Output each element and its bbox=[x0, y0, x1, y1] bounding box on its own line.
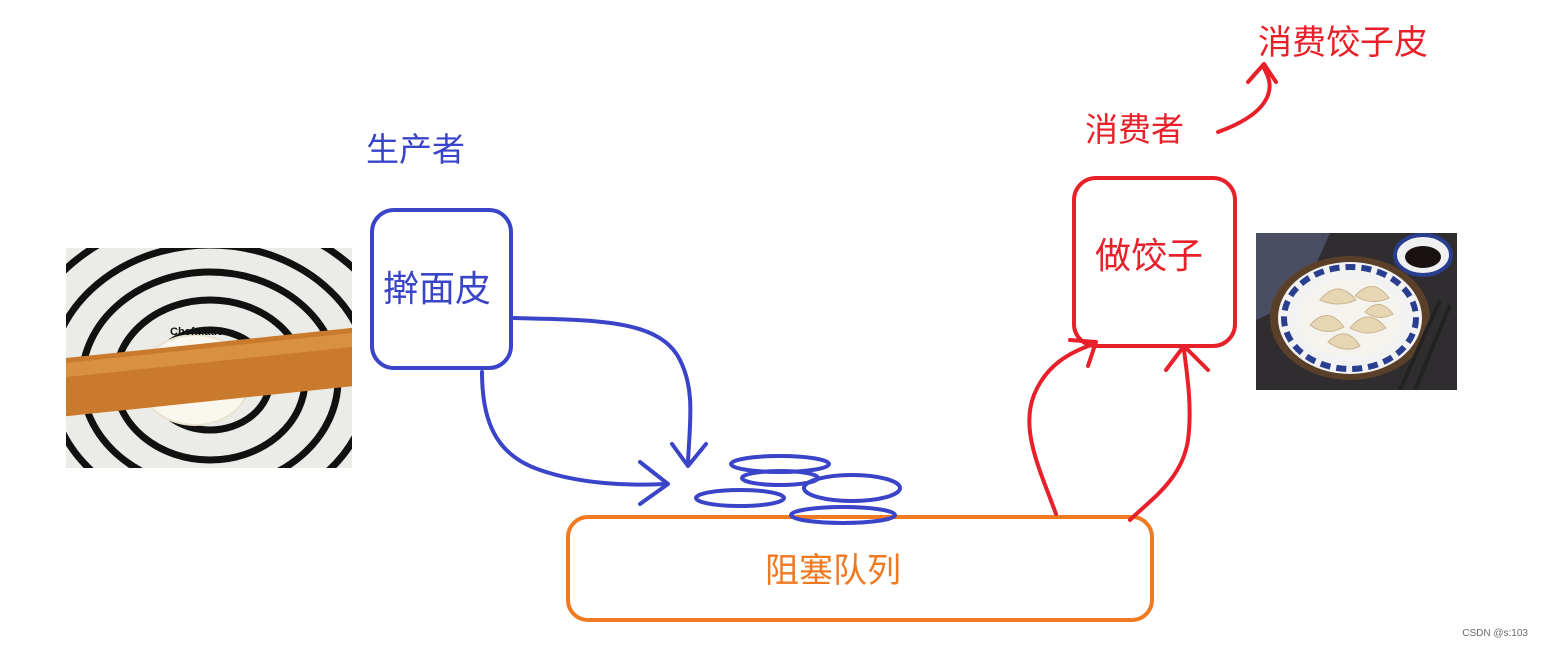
producer-role-label: 生产者 bbox=[366, 130, 465, 169]
consumer-arrow-right bbox=[1128, 348, 1192, 522]
rolling-pin-photo: Chefmade bbox=[66, 248, 352, 468]
queue-label: 阻塞队列 bbox=[765, 551, 901, 591]
consume-wrappers-label: 消费饺子皮 bbox=[1258, 23, 1428, 63]
consumer-box bbox=[1072, 176, 1237, 348]
consumer-role-label: 消费者 bbox=[1085, 110, 1184, 149]
producer-arrow-lower-head bbox=[638, 460, 670, 506]
consumer-arrow-left bbox=[1027, 342, 1096, 516]
dumpling-wrapper-icon bbox=[694, 488, 786, 508]
producer-arrow-lower bbox=[480, 370, 666, 487]
dumpling-wrapper-icon bbox=[789, 505, 897, 525]
producer-arrow-upper-head bbox=[670, 442, 708, 468]
watermark: CSDN @s:103 bbox=[1462, 628, 1528, 639]
dumplings-photo bbox=[1256, 233, 1457, 390]
consumer-action-label: 做饺子 bbox=[1095, 236, 1204, 277]
queue-box bbox=[566, 515, 1154, 622]
consumer-arrow-right-head bbox=[1164, 344, 1210, 372]
dumpling-wrapper-icon bbox=[802, 473, 902, 503]
producer-box bbox=[370, 208, 513, 370]
producer-action-label: 擀面皮 bbox=[383, 269, 492, 310]
consume-arrow bbox=[1216, 66, 1272, 134]
consume-arrow-head bbox=[1246, 62, 1278, 84]
mat-brand-text: Chefmade bbox=[170, 326, 223, 338]
producer-arrow-upper bbox=[512, 316, 693, 464]
consumer-arrow-left-head bbox=[1068, 338, 1098, 368]
